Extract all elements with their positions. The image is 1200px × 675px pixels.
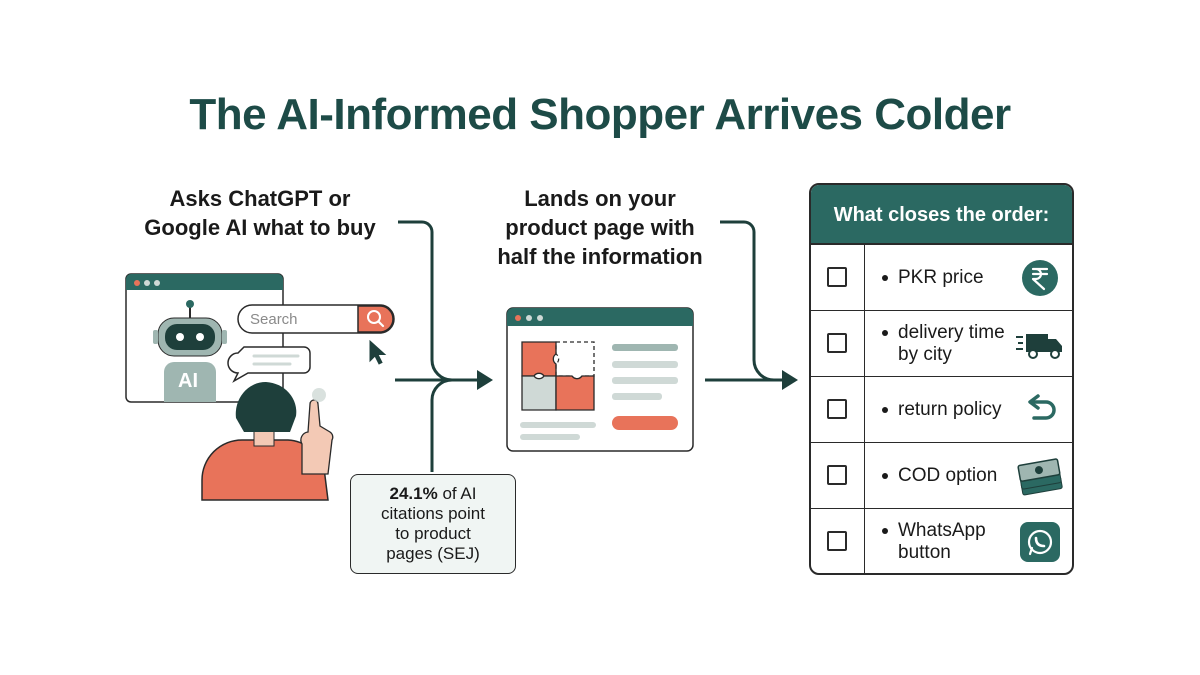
puzzle-icon — [521, 341, 595, 411]
search-icon — [367, 310, 385, 328]
checkbox-cell — [811, 245, 865, 310]
stat-line: pages (SEJ) — [386, 544, 480, 563]
flow-connector-1 — [395, 220, 480, 472]
arrow-head-2 — [782, 370, 798, 390]
checklist-panel: What closes the order: PKR price deliver… — [809, 183, 1074, 575]
step-1-line: Asks ChatGPT or — [169, 186, 351, 211]
stat-line: citations point — [381, 504, 485, 523]
step-2-line: half the information — [497, 244, 703, 269]
checklist-label-line: PKR price — [898, 267, 984, 288]
page-title: The AI-Informed Shopper Arrives Colder — [189, 90, 1011, 139]
bullet — [882, 473, 888, 479]
stat-highlight: 24.1% — [389, 484, 438, 503]
step-2-line: product page with — [505, 215, 695, 240]
checkbox-cell — [811, 443, 865, 508]
checklist-label: COD option — [898, 465, 997, 487]
checklist-row: PKR price — [811, 245, 1072, 311]
checklist-label-line: WhatsApp — [898, 520, 986, 541]
checklist-label: return policy — [898, 399, 1002, 421]
checklist-label-line: return policy — [898, 399, 1002, 420]
bullet — [882, 528, 888, 534]
search-placeholder: Search — [250, 311, 298, 328]
truck-icon — [1016, 334, 1062, 359]
whatsapp-icon — [1020, 522, 1060, 562]
checkbox-cell — [811, 509, 865, 573]
step-1-caption: Asks ChatGPT or Google AI what to buy — [110, 184, 410, 242]
person-illustration — [201, 381, 334, 501]
stat-line: 24.1% of AI — [351, 484, 515, 504]
checklist-label-line: COD option — [898, 465, 998, 486]
bullet — [882, 330, 888, 336]
cursor-icon — [369, 339, 387, 365]
robot-label: AI — [178, 370, 198, 392]
checkbox[interactable] — [827, 531, 847, 551]
checklist-label-line: button — [898, 542, 951, 563]
arrow-head-1 — [477, 370, 493, 390]
flow-connector-2 — [705, 220, 786, 382]
stat-text: of AI — [442, 484, 477, 503]
return-arrow-icon — [1028, 394, 1056, 420]
checklist-label: delivery time by city — [898, 322, 1005, 366]
step-2-caption: Lands on your product page with half the… — [470, 184, 730, 271]
stat-callout: 24.1% of AI citations point to product p… — [350, 474, 516, 574]
checkbox[interactable] — [827, 267, 847, 287]
search-bar — [237, 304, 395, 334]
checklist-label: PKR price — [898, 267, 984, 289]
bullet — [882, 407, 888, 413]
checkbox-cell — [811, 377, 865, 442]
checklist-label: WhatsApp button — [898, 520, 986, 564]
checkbox-cell — [811, 311, 865, 376]
checkbox[interactable] — [827, 399, 847, 419]
stat-line: to product — [395, 524, 471, 543]
rupee-icon — [1022, 260, 1058, 296]
checkbox[interactable] — [827, 465, 847, 485]
checklist-label-line: by city — [898, 344, 952, 365]
step-2-line: Lands on your — [524, 186, 676, 211]
cash-stack-icon — [1017, 458, 1063, 496]
robot-icon — [153, 300, 227, 402]
checklist-row: COD option — [811, 443, 1072, 509]
checklist-label-line: delivery time — [898, 322, 1005, 343]
checklist-header: What closes the order: — [811, 185, 1072, 245]
checklist-row: WhatsApp button — [811, 509, 1072, 573]
checklist-row: delivery time by city — [811, 311, 1072, 377]
checkbox[interactable] — [827, 333, 847, 353]
bullet — [882, 275, 888, 281]
chat-bubble-icon — [227, 346, 311, 383]
checklist-row: return policy — [811, 377, 1072, 443]
step-1-line: Google AI what to buy — [144, 215, 376, 240]
